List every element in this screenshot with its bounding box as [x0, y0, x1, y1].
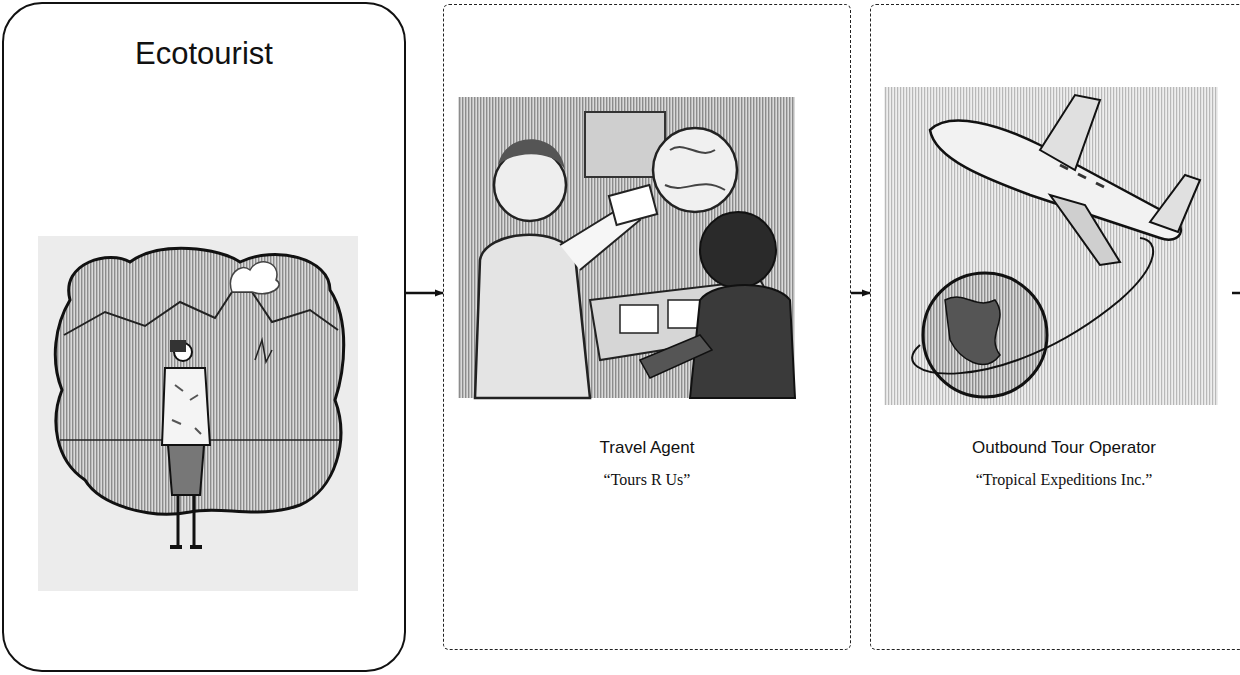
- earth-globe: [923, 273, 1047, 397]
- company-name: “Tropical Expeditions Inc.”: [871, 469, 1240, 491]
- plane-wing: [1050, 195, 1120, 265]
- plane-windows: [1060, 165, 1104, 187]
- text-group: Ecotourist: [4, 34, 404, 74]
- text-group: Travel Agent “Tours R Us”: [444, 437, 850, 491]
- desk-pen: [640, 335, 712, 378]
- lava-flash: [255, 340, 272, 362]
- volcano-smoke: [231, 262, 280, 294]
- globe-lands: [665, 147, 725, 190]
- plane-wing: [1040, 95, 1100, 170]
- travel-agent-picture: [458, 97, 795, 398]
- mountain-ridge: [64, 292, 338, 335]
- role-name: Outbound Tour Operator: [871, 437, 1240, 459]
- role-name: Travel Agent: [444, 437, 850, 459]
- role-box: Travel Agent “Tours R Us”: [443, 4, 851, 650]
- flow-arrow: [406, 292, 443, 295]
- picture-ground: [884, 87, 1218, 405]
- role-box: Outbound Tour Operator “Tropical Expediti…: [870, 4, 1240, 650]
- picture-ground: [38, 236, 358, 591]
- box-heading: Ecotourist: [4, 34, 404, 74]
- shirt-pattern: [172, 385, 201, 434]
- tourist-skirt: [168, 445, 204, 495]
- picture-ground: [458, 97, 795, 398]
- client-head: [700, 212, 776, 288]
- tourist-legs: [178, 495, 194, 545]
- actor-box: Ecotourist: [2, 2, 406, 672]
- tourist-shirt: [162, 368, 210, 445]
- company-name: “Tours R Us”: [444, 469, 850, 491]
- agent-hair: [498, 139, 565, 170]
- desk-globe: [653, 128, 737, 212]
- desk-leaflet: [620, 305, 658, 333]
- globe-continent: [945, 297, 1000, 364]
- tourist-feet: [170, 545, 202, 549]
- scene-cloud: [55, 248, 343, 514]
- plane-tail: [1150, 175, 1200, 232]
- flight-orbit: [912, 238, 1153, 374]
- flow-arrow: [851, 292, 870, 295]
- text-group: Outbound Tour Operator “Tropical Expediti…: [871, 437, 1240, 491]
- tourist-camera: [170, 340, 186, 352]
- brochure: [609, 185, 657, 225]
- continuing-arrow: [1232, 292, 1240, 295]
- tour-operator-picture: [884, 87, 1218, 405]
- ecotourist-picture: [38, 236, 358, 591]
